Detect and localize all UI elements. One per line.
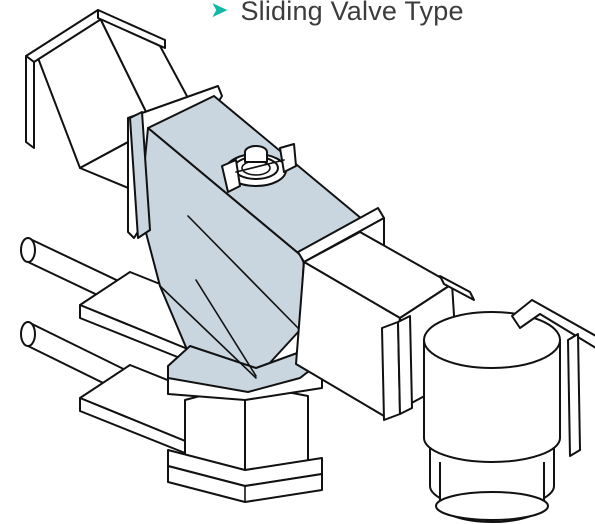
chevron-right-icon: ➤ — [210, 0, 229, 23]
right-end-flange — [381, 315, 413, 421]
valve-handwheel — [221, 143, 297, 193]
caption: ➤ Sliding Valve Type — [210, 0, 464, 31]
cylindrical-drum — [423, 299, 595, 523]
caption-label: Sliding Valve Type — [240, 0, 464, 26]
upper-left-duct — [25, 9, 217, 193]
